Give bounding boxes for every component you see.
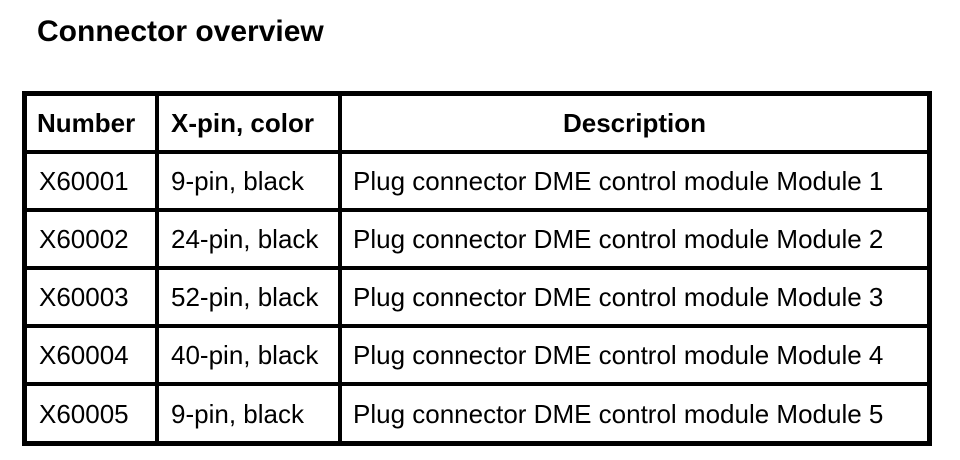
cell-number: X60005 xyxy=(27,382,159,442)
column-header-pin-color: X-pin, color xyxy=(155,96,342,154)
connector-table-grid: Number X-pin, color Description X60001 9… xyxy=(27,96,927,442)
cell-description: Plug connector DME control module Module… xyxy=(338,382,927,442)
table-row: X60001 9-pin, black Plug connector DME c… xyxy=(27,150,927,212)
table-row: X60003 52-pin, black Plug connector DME … xyxy=(27,266,927,328)
cell-pin-color: 40-pin, black xyxy=(155,324,342,386)
column-header-description: Description xyxy=(338,96,927,154)
cell-number: X60004 xyxy=(27,324,159,386)
cell-description: Plug connector DME control module Module… xyxy=(338,208,927,270)
table-header-row: Number X-pin, color Description xyxy=(27,96,927,154)
page-title: Connector overview xyxy=(37,15,324,48)
cell-description: Plug connector DME control module Module… xyxy=(338,266,927,328)
column-header-number: Number xyxy=(27,96,159,154)
cell-number: X60003 xyxy=(27,266,159,328)
cell-description: Plug connector DME control module Module… xyxy=(338,324,927,386)
cell-description: Plug connector DME control module Module… xyxy=(338,150,927,212)
cell-pin-color: 52-pin, black xyxy=(155,266,342,328)
table-row: X60004 40-pin, black Plug connector DME … xyxy=(27,324,927,386)
cell-number: X60002 xyxy=(27,208,159,270)
table-row: X60002 24-pin, black Plug connector DME … xyxy=(27,208,927,270)
cell-pin-color: 9-pin, black xyxy=(155,382,342,442)
cell-pin-color: 24-pin, black xyxy=(155,208,342,270)
table-row: X60005 9-pin, black Plug connector DME c… xyxy=(27,382,927,442)
connector-table: Number X-pin, color Description X60001 9… xyxy=(22,91,932,446)
cell-number: X60001 xyxy=(27,150,159,212)
cell-pin-color: 9-pin, black xyxy=(155,150,342,212)
